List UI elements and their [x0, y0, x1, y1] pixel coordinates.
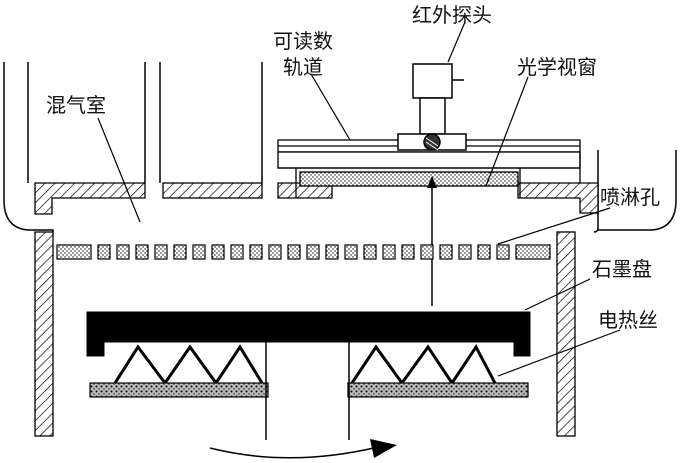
label-readable-track: 可读数 轨道 [273, 28, 333, 80]
label-readable-track-line2: 轨道 [283, 55, 323, 79]
label-spray-holes: 喷淋孔 [600, 185, 660, 209]
heater-base [89, 382, 529, 398]
heating-wire [113, 344, 497, 386]
spray-holes-plate [56, 244, 551, 260]
ir-probe [397, 63, 467, 151]
rotation-arrow [209, 439, 397, 459]
mixing-chamber [3, 62, 677, 233]
label-optical-window: 光学视窗 [517, 55, 597, 79]
label-graphite-disk: 石墨盘 [592, 257, 652, 281]
label-readable-track-line1: 可读数 [273, 29, 333, 53]
leader-lines [97, 21, 621, 377]
label-mixing-chamber: 混气室 [46, 93, 106, 117]
label-heating-wire: 电热丝 [598, 308, 658, 332]
chamber-bottom-plates [34, 182, 599, 215]
reactor-walls [34, 231, 576, 437]
measurement-arrow [427, 176, 437, 306]
graphite-disk [86, 311, 531, 357]
label-ir-probe: 红外探头 [412, 3, 492, 27]
rotation-shaft [265, 342, 350, 440]
